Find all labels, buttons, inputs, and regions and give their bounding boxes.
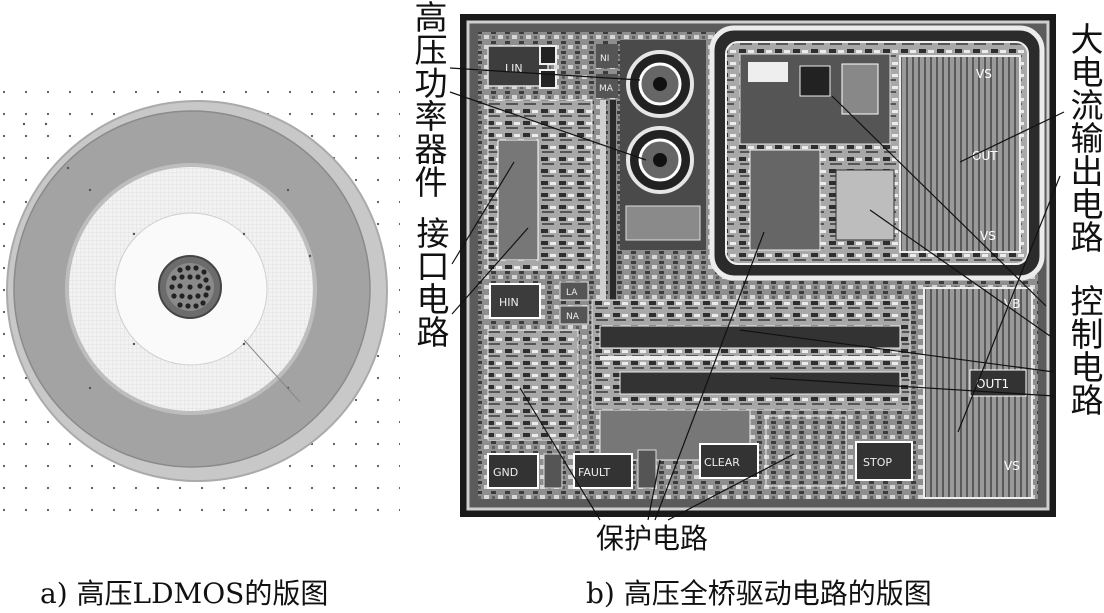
pad-connector-1	[539, 45, 557, 65]
ldmos-contact-dots	[169, 265, 211, 309]
control-row-2	[619, 371, 901, 395]
high-side-output-stage	[899, 55, 1021, 253]
nc-pad	[637, 449, 657, 489]
control-bus	[600, 356, 900, 360]
bh-pad	[543, 453, 563, 489]
high-side-logic-detail-2	[799, 65, 831, 97]
label-control-circuit: 控制电路	[1065, 284, 1104, 416]
chip-label-vs-bottom: VS	[1004, 459, 1020, 473]
chip-label-out-top: OUT	[972, 149, 998, 163]
chip-label-na: NA	[566, 312, 580, 322]
chip-label-la: LA	[566, 288, 578, 298]
chip-label-stop: STOP	[863, 456, 892, 469]
chip-label-fault: FAULT	[578, 466, 611, 479]
chip-label-ni: NI	[600, 54, 609, 64]
pad-lin-label: LIN	[505, 62, 523, 75]
hv-label-ma	[596, 74, 618, 98]
label-high-current-output: 大电流输出电路	[1065, 22, 1104, 253]
interface-subblock	[497, 139, 539, 261]
stop-pad	[855, 441, 913, 481]
ldmos-dot-overlay	[22, 122, 312, 390]
hin-pad	[489, 283, 541, 319]
chip-label-hin: HIN	[499, 296, 519, 309]
ldmos-layout	[0, 80, 400, 520]
chip-label-clear: CLEAR	[704, 456, 740, 469]
gnd-pad	[487, 453, 539, 489]
clear-pad	[699, 443, 759, 479]
ldmos-radius-line	[243, 339, 301, 403]
protection-block-right	[765, 415, 847, 487]
high-side-control-block	[835, 169, 895, 241]
hv-device-lower	[625, 205, 701, 241]
hv-label-ni	[596, 44, 618, 68]
chip-label-vs-top: VS	[976, 67, 992, 81]
annotation-leaders	[449, 67, 1065, 521]
high-side-logic-detail-3	[841, 63, 879, 115]
pad-lin-area	[487, 45, 549, 87]
label-hv-power-device: 高压功率器件	[409, 0, 448, 198]
caption-b: b) 高压全桥驱动电路的版图	[586, 577, 932, 610]
vertical-bus-2	[610, 100, 616, 300]
pad-connector-2	[539, 69, 557, 89]
protection-block-left	[487, 329, 579, 441]
high-side-level-shift	[749, 149, 821, 251]
label-protection-circuit: 保护电路	[596, 522, 709, 555]
hin-aux-1	[559, 281, 589, 301]
label-interface-circuit: 接口电路	[411, 216, 450, 348]
fault-pad	[573, 453, 633, 489]
hv-ldmos-2-core	[653, 153, 667, 167]
control-row-1	[599, 325, 901, 349]
chip-label-out1: OUT1	[976, 377, 1009, 391]
high-side-logic-detail-1	[748, 62, 788, 82]
chip-label-ma: MA	[599, 84, 614, 94]
chip-label-vs-mid: VS	[980, 229, 996, 243]
chip-label-gnd: GND	[493, 466, 518, 479]
vertical-bus-1	[600, 100, 606, 300]
hv-ldmos-1-core	[653, 77, 667, 91]
caption-a: a) 高压LDMOS的版图	[40, 577, 329, 610]
hin-aux-2	[559, 305, 589, 325]
